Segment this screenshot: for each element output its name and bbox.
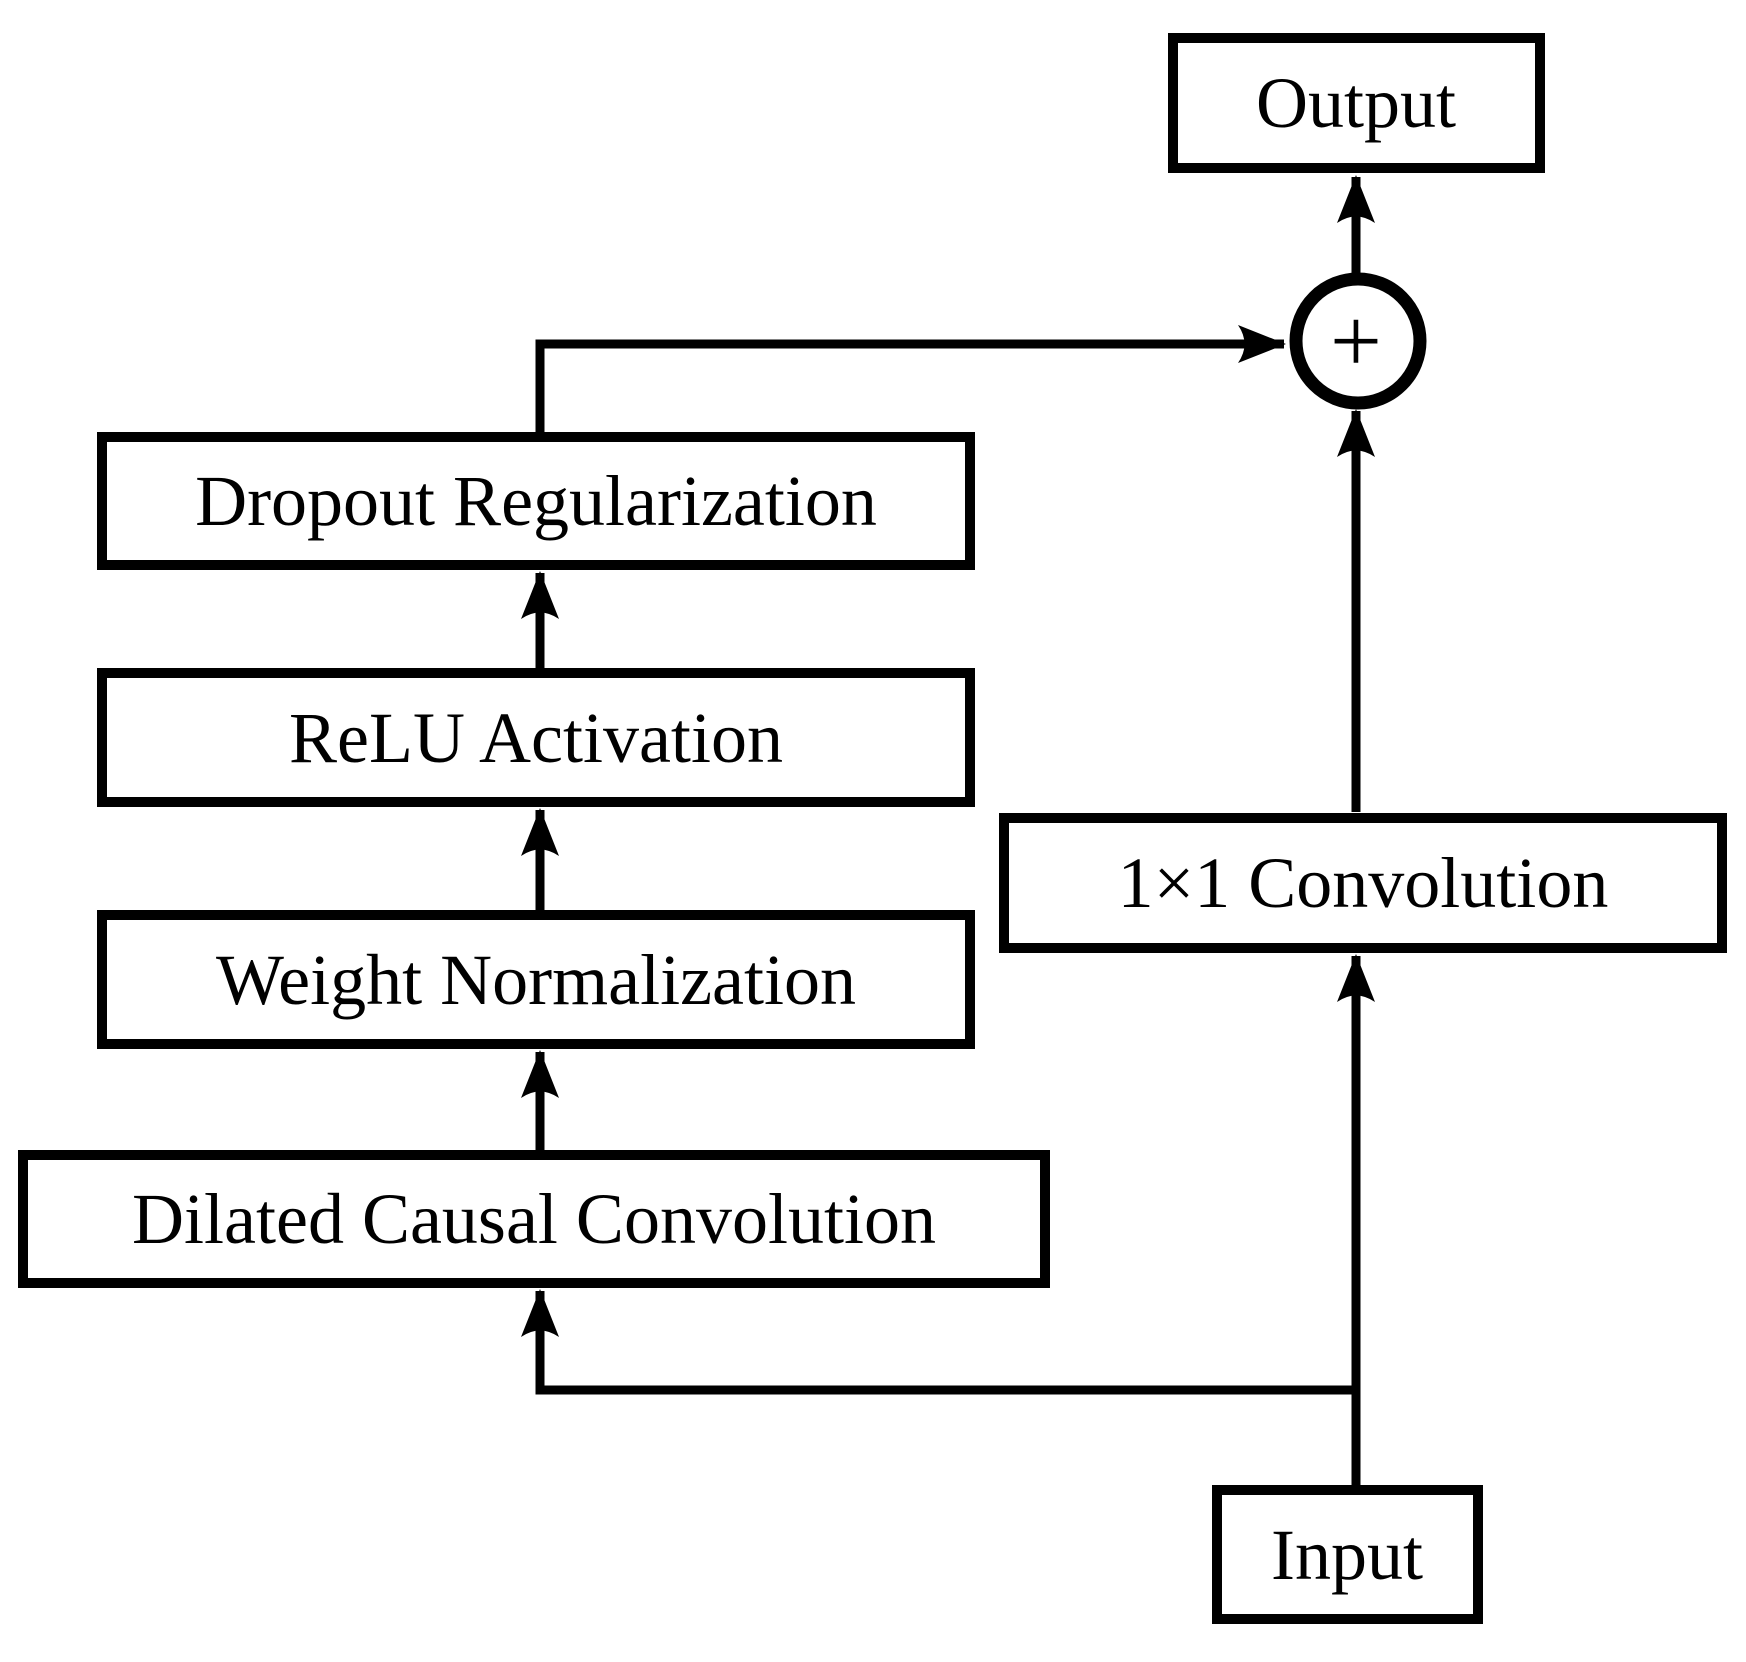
weight-norm-label: Weight Normalization bbox=[216, 940, 856, 1020]
plus-icon: + bbox=[1330, 290, 1382, 392]
dilated-conv-label: Dilated Causal Convolution bbox=[132, 1179, 936, 1259]
connector-dropout-to-sum bbox=[535, 325, 1286, 433]
output-box bbox=[1168, 33, 1545, 173]
dropout-box bbox=[97, 432, 975, 570]
weight-norm-box bbox=[97, 910, 975, 1049]
relu-box bbox=[97, 668, 975, 807]
sum-node-circle bbox=[1289, 272, 1427, 410]
output-label: Output bbox=[1256, 63, 1456, 143]
dropout-label: Dropout Regularization bbox=[195, 461, 877, 541]
relu-label: ReLU Activation bbox=[289, 698, 783, 778]
input-box bbox=[1212, 1485, 1483, 1624]
input-label: Input bbox=[1271, 1515, 1423, 1595]
conv-1x1-box bbox=[999, 813, 1727, 953]
dilated-conv-box bbox=[18, 1150, 1050, 1288]
conv-1x1-label: 1×1 Convolution bbox=[1118, 843, 1609, 923]
connector-input-branch-to-dilatedconv bbox=[521, 1289, 1356, 1395]
